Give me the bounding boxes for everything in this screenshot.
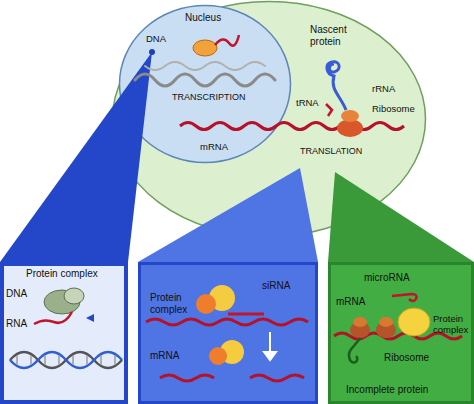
dna-helix bbox=[10, 352, 122, 368]
node-label: mRNA bbox=[150, 350, 179, 362]
protein-complex bbox=[209, 347, 227, 365]
node-label: Ribosome bbox=[384, 352, 429, 364]
nucleus-outline bbox=[120, 6, 291, 163]
node-label: siRNA bbox=[262, 280, 290, 292]
nucleus-outline: NucleusDNA TRANSCRIPTION mRNA bbox=[118, 4, 292, 164]
nascent-protein bbox=[327, 62, 346, 110]
funnel-connector bbox=[138, 168, 318, 262]
node-label: mRNA bbox=[200, 142, 228, 153]
node-label: DNA bbox=[146, 34, 166, 45]
protein-complex bbox=[398, 308, 430, 336]
transcription-site bbox=[215, 35, 239, 46]
mechanism-panel bbox=[138, 262, 318, 404]
protein-complex bbox=[44, 288, 84, 314]
node-label: DNA bbox=[6, 288, 27, 300]
cut-mark bbox=[86, 314, 94, 322]
chromatin bbox=[135, 74, 275, 86]
ribosome bbox=[350, 317, 396, 338]
sirna bbox=[228, 313, 264, 316]
mechanism-panel: Protein complex siRNA mRNA bbox=[138, 262, 318, 404]
node-label: mRNA bbox=[336, 296, 365, 308]
node-label: Protein complex bbox=[433, 314, 471, 336]
cleaved-mrna bbox=[160, 375, 304, 381]
trna bbox=[326, 104, 332, 116]
node-label: tRNA bbox=[296, 98, 319, 109]
protein-complex bbox=[209, 340, 244, 365]
node-label: rRNA bbox=[372, 84, 395, 95]
incomplete-protein bbox=[349, 338, 360, 363]
cleavage-arrow bbox=[264, 332, 276, 360]
mechanism-panel bbox=[0, 262, 128, 404]
node-label: RNA bbox=[6, 318, 27, 330]
node-label: Incomplete protein bbox=[346, 384, 428, 396]
protein-complex bbox=[196, 294, 216, 314]
node-label: Nucleus bbox=[185, 12, 221, 24]
rna-strand bbox=[34, 312, 72, 324]
node-label: microRNA bbox=[364, 272, 410, 284]
ribosome bbox=[337, 110, 363, 137]
funnel-connector bbox=[328, 172, 474, 262]
protein-complex bbox=[196, 285, 235, 314]
nucleus-outline bbox=[118, 4, 292, 164]
chromatin bbox=[135, 62, 275, 86]
dna-helix bbox=[10, 352, 122, 368]
node-label: Ribosome bbox=[372, 104, 415, 115]
cell-outline: Nascent protein tRNA rRNA RibosomeTRANSLATI… bbox=[111, 0, 427, 238]
node-label: TRANSCRIPTION bbox=[172, 92, 246, 102]
cell-outline bbox=[113, 2, 426, 237]
node-label: Nascent protein bbox=[310, 24, 356, 47]
mechanism-panel: microRNA mRNA Protein complexRibosomeIncom… bbox=[328, 262, 474, 404]
node-label: TRANSLATION bbox=[300, 146, 362, 156]
dna-helix bbox=[17, 355, 115, 365]
transcription-site bbox=[193, 40, 217, 56]
ribosome bbox=[379, 317, 393, 327]
ribosome bbox=[341, 110, 359, 122]
mrna-strand bbox=[180, 123, 404, 130]
ribosome bbox=[353, 317, 367, 327]
transcription-site bbox=[193, 35, 239, 56]
node-label: Protein complex bbox=[150, 292, 196, 315]
dna-point bbox=[149, 49, 155, 55]
node-label: Protein complex bbox=[26, 268, 98, 280]
protein-complex bbox=[64, 288, 84, 304]
funnel-connector bbox=[0, 52, 152, 262]
chromatin bbox=[145, 62, 265, 70]
dna-helix bbox=[10, 352, 122, 368]
microrna bbox=[392, 294, 417, 301]
mrna-strand bbox=[146, 319, 308, 325]
mechanism-panel: Protein complexDNA RNA bbox=[0, 262, 128, 404]
